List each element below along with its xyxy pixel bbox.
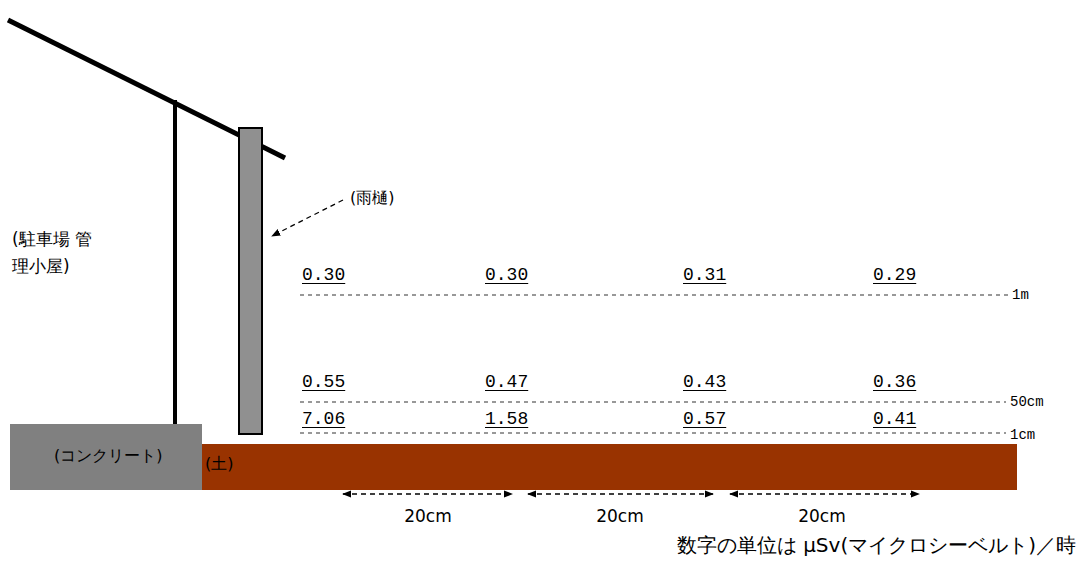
dose-value: 0.57 [683,409,726,431]
height-label: 1m [1012,287,1029,304]
dose-value: 7.06 [302,409,345,431]
dose-value: 1.58 [485,409,528,431]
soil-band: (土) [202,444,1017,490]
dimension-arrow [528,493,713,494]
height-line [300,401,1006,402]
hut-post [173,100,177,426]
dose-value: 0.31 [683,265,726,287]
dose-value: 0.36 [873,372,916,394]
material-label: (土) [205,454,1017,475]
dose-value: 0.55 [302,372,345,394]
dose-value: 0.30 [302,265,345,287]
dose-value: 0.47 [485,372,528,394]
dimension-label: 20cm [596,506,644,526]
height-line [300,294,1008,295]
unit-note: 数字の単位は μSv(マイクロシーベルト)／時 [677,533,1076,557]
concrete-slab: (コンクリート) [10,424,202,490]
dimension-label: 20cm [798,506,846,526]
dose-value: 0.41 [873,409,916,431]
height-line [300,432,1006,433]
dimension-arrow [730,493,919,494]
part-name: (雨樋) [350,188,394,207]
part-name: (駐車場 管理小屋) [12,226,108,280]
dimension-arrow [343,493,512,494]
dimension-label: 20cm [404,506,452,526]
rain-gutter [239,128,262,434]
leader-line [272,200,343,236]
material-label: (コンクリート) [54,446,202,467]
height-label: 1cm [1010,427,1035,444]
height-label: 50cm [1010,394,1044,411]
dose-value: 0.43 [683,372,726,394]
dose-value: 0.30 [485,265,528,287]
dose-value: 0.29 [873,265,916,287]
